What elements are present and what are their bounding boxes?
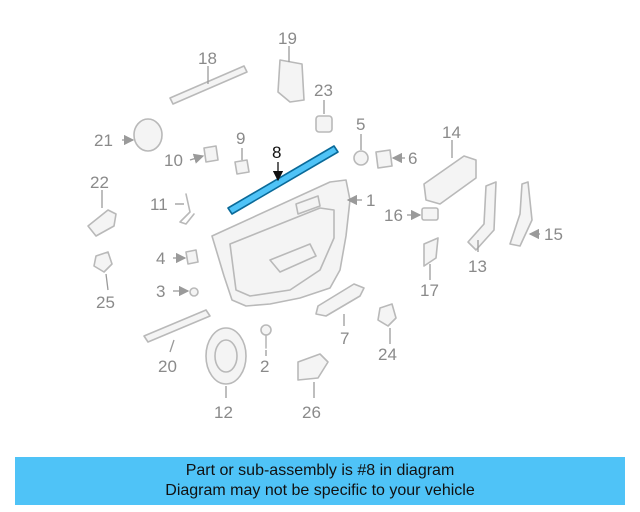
callout-3: 3 [156, 282, 165, 301]
callout-9: 9 [236, 129, 245, 148]
callout-22: 22 [90, 173, 109, 192]
callout-24: 24 [378, 345, 397, 364]
part-23-clip [315, 100, 333, 133]
part-22-handle-bezel [87, 190, 117, 237]
callout-1: 1 [366, 191, 375, 210]
caption-line-2: Diagram may not be specific to your vehi… [165, 482, 475, 499]
part-26-bracket [297, 353, 329, 398]
callout-20: 20 [158, 357, 177, 376]
part-1-door-trim-panel [211, 179, 362, 307]
callout-15: 15 [544, 225, 563, 244]
part-14-switch-panel [423, 140, 477, 205]
callout-13: 13 [468, 257, 487, 276]
part-7-handle-trim [315, 283, 365, 326]
part-11-bracket [175, 193, 195, 225]
part-5-grommet [353, 134, 369, 166]
callout-7: 7 [340, 329, 349, 348]
part-15-trim [509, 181, 540, 247]
part-10-bracket [189, 145, 219, 164]
part-3-screw [173, 285, 199, 297]
part-6-bracket [375, 149, 405, 169]
part-2-screw [260, 324, 272, 356]
callout-2: 2 [260, 357, 269, 376]
callout-18: 18 [198, 49, 217, 68]
part-8-belt-molding [227, 145, 339, 215]
callout-16: 16 [384, 206, 403, 225]
callout-10: 10 [164, 151, 183, 170]
callout-14: 14 [442, 123, 461, 142]
callout-19: 19 [278, 29, 297, 48]
part-20-sill-strip [143, 309, 211, 353]
callout-12: 12 [214, 403, 233, 422]
part-25-seal [93, 251, 113, 291]
callout-11: 11 [150, 195, 168, 214]
caption-line-1: Part or sub-assembly is #8 in diagram [185, 462, 455, 479]
part-18-trim-strip [169, 65, 248, 105]
caption-banner: Part or sub-assembly is #8 in diagram Di… [15, 457, 625, 505]
part-17-cover [423, 237, 439, 280]
callout-4: 4 [156, 249, 165, 268]
callout-17: 17 [420, 281, 439, 300]
callout-26: 26 [302, 403, 321, 422]
part-19-mirror-cover [277, 46, 305, 103]
callout-21: 21 [94, 131, 113, 150]
part-16-clip [407, 207, 439, 221]
callout-8: 8 [272, 143, 281, 162]
callout-23: 23 [314, 81, 333, 100]
part-9-clip [234, 148, 250, 175]
part-13-pull-handle [467, 181, 497, 252]
part-4-clip [173, 249, 199, 265]
part-12-speaker [205, 327, 247, 398]
part-24-seal [377, 303, 397, 344]
callout-25: 25 [96, 293, 115, 312]
parts-diagram: 1 2 3 4 5 6 7 8 9 10 11 12 13 14 15 16 1… [87, 29, 563, 422]
callout-5: 5 [356, 115, 365, 134]
callout-6: 6 [408, 149, 417, 168]
part-21-speaker-grille [122, 118, 163, 152]
